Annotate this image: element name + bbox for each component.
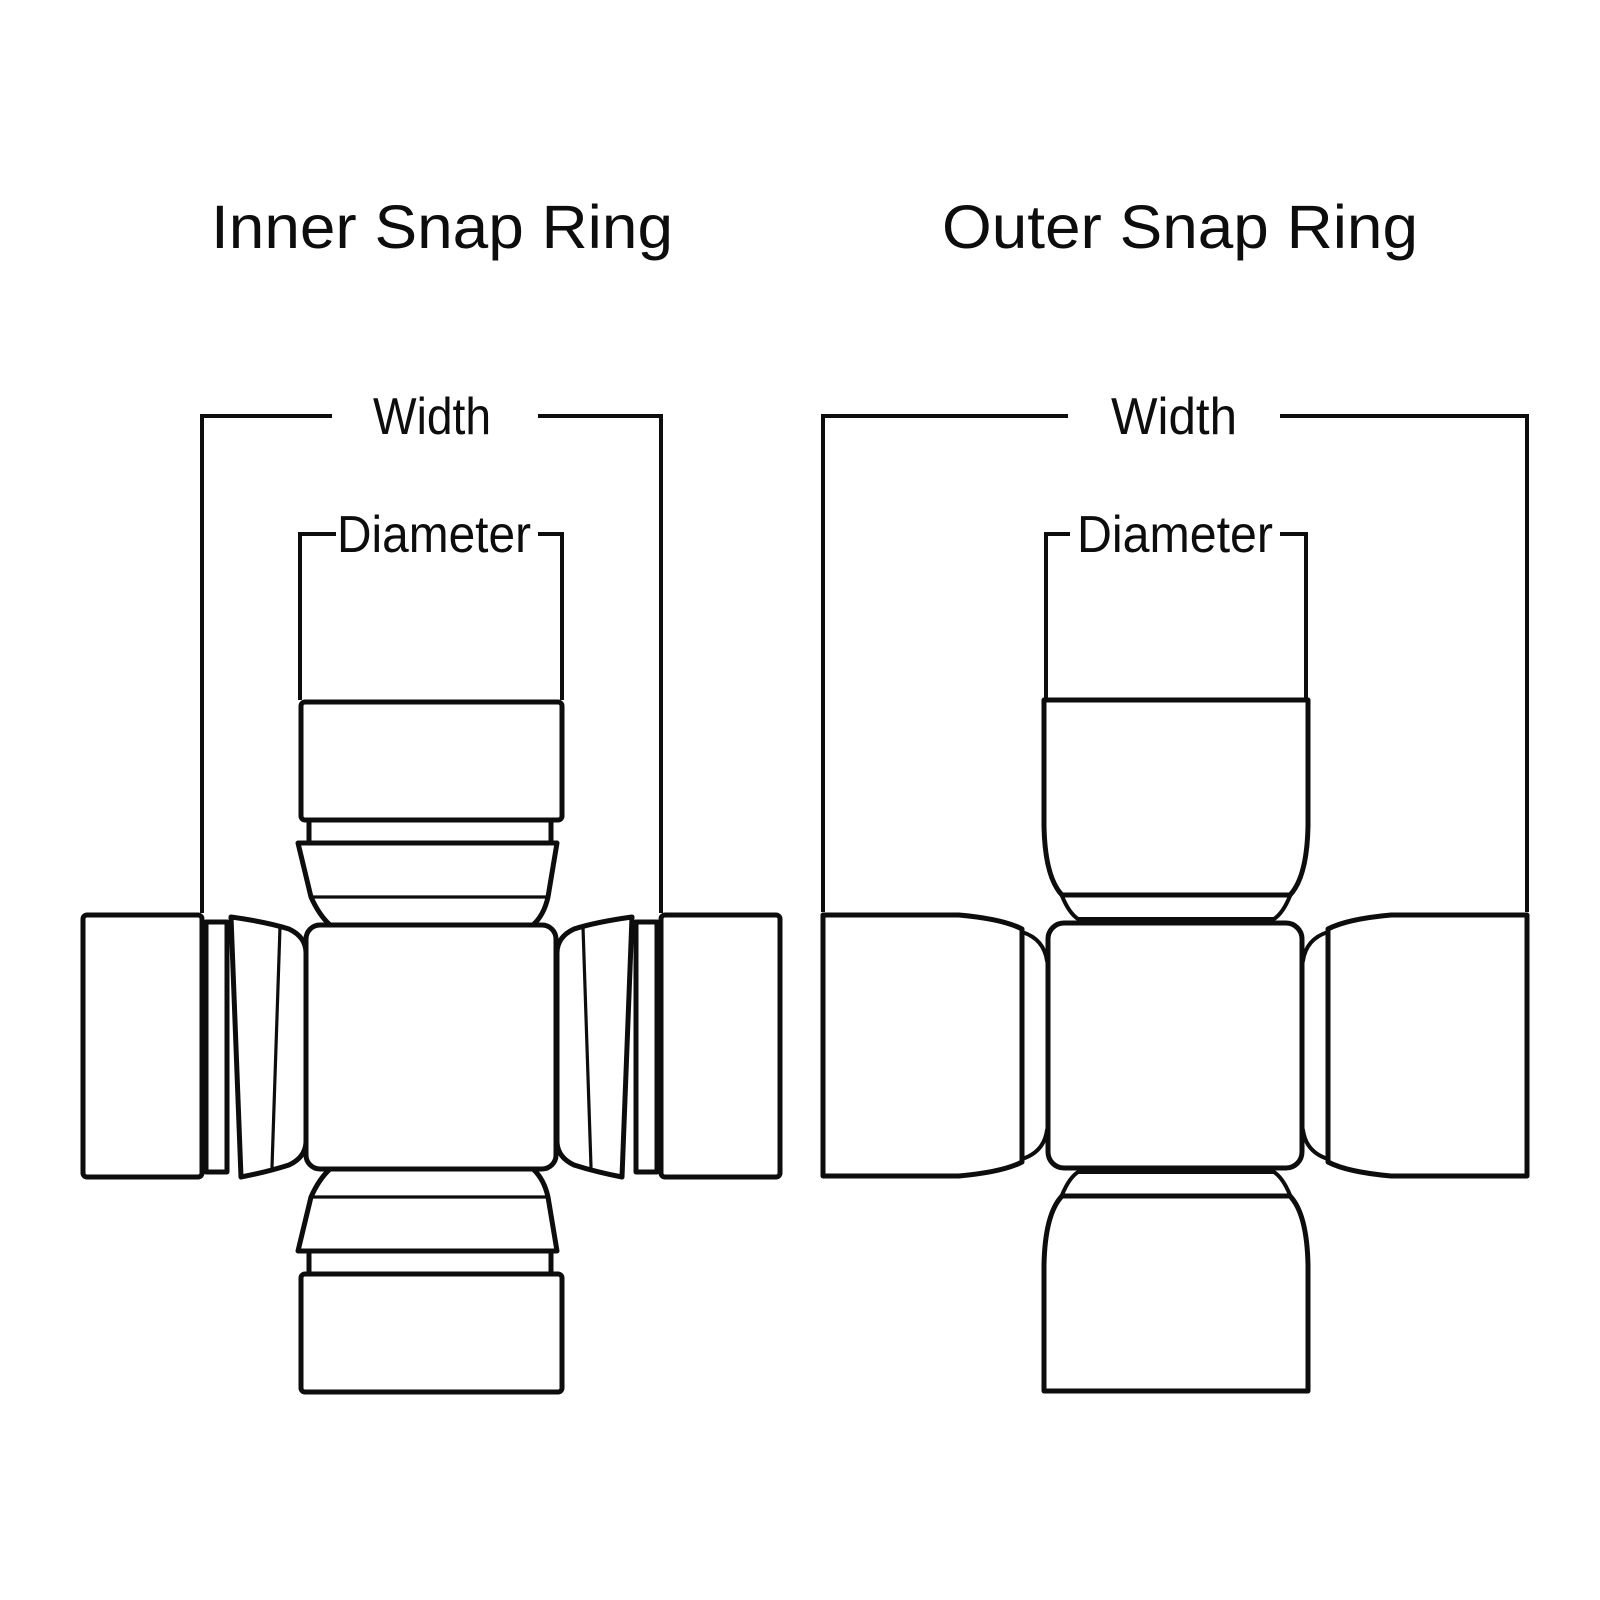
bearing-seal-top <box>1060 894 1292 921</box>
cross-center-body <box>303 922 559 1172</box>
snap-ring-groove-left <box>203 919 230 1175</box>
bearing-cap-top <box>298 699 565 823</box>
bearing-cap-bottom <box>1041 1193 1311 1394</box>
seal-fillet-right-bottom <box>1301 1128 1330 1161</box>
seal-groove-line-right <box>581 925 593 1169</box>
snap-ring-groove-top <box>306 817 554 846</box>
cross-center-body <box>1045 920 1305 1171</box>
bearing-cap-bottom <box>298 1271 565 1395</box>
width-bracket-left-line <box>821 414 1068 912</box>
width-bracket-right-line <box>1280 414 1529 912</box>
diameter-label: Diameter <box>337 506 531 564</box>
diagram-title: Inner Snap Ring <box>211 193 673 261</box>
ujoint-cross-outer <box>820 697 1530 1394</box>
snap-ring-groove-right <box>633 919 660 1175</box>
width-dimension-bracket <box>200 414 663 913</box>
diameter-bracket-right-line <box>1280 532 1308 698</box>
diameter-bracket-left-line <box>298 532 336 700</box>
bearing-seal-top <box>295 840 560 928</box>
inner-snap-ring-diagram: Inner Snap Ring Width Diameter <box>80 193 783 1395</box>
seal-fillet-left-bottom <box>1020 1128 1049 1161</box>
width-bracket-right-line <box>538 414 663 913</box>
seal-fillet-left-top <box>1020 930 1049 963</box>
bearing-seal-bottom <box>1060 1170 1292 1197</box>
width-dimension-bracket <box>821 414 1529 912</box>
ujoint-cross-inner <box>80 699 783 1395</box>
diameter-bracket-right-line <box>538 532 564 700</box>
width-label: Width <box>373 388 491 446</box>
seal-groove-line-left <box>270 925 282 1169</box>
bearing-cap-right <box>658 912 783 1180</box>
bearing-seal-left <box>228 914 309 1180</box>
bearing-cap-left <box>820 912 1025 1179</box>
bearing-cap-top <box>1041 697 1311 898</box>
seal-fillet-right-top <box>1301 930 1330 963</box>
bearing-cap-left <box>80 912 205 1180</box>
width-label: Width <box>1111 388 1237 446</box>
bearing-cap-right <box>1325 912 1530 1179</box>
outer-snap-ring-diagram: Outer Snap Ring Width Diameter <box>820 193 1530 1394</box>
diameter-dimension-bracket <box>298 532 564 700</box>
diameter-label: Diameter <box>1077 506 1273 564</box>
diameter-bracket-left-line <box>1044 532 1070 698</box>
diagram-title: Outer Snap Ring <box>942 193 1418 261</box>
width-bracket-left-line <box>200 414 332 913</box>
bearing-seal-bottom <box>295 1166 560 1254</box>
snap-ring-groove-bottom <box>306 1248 554 1277</box>
bearing-seal-right <box>554 914 635 1180</box>
diameter-dimension-bracket <box>1044 532 1308 698</box>
